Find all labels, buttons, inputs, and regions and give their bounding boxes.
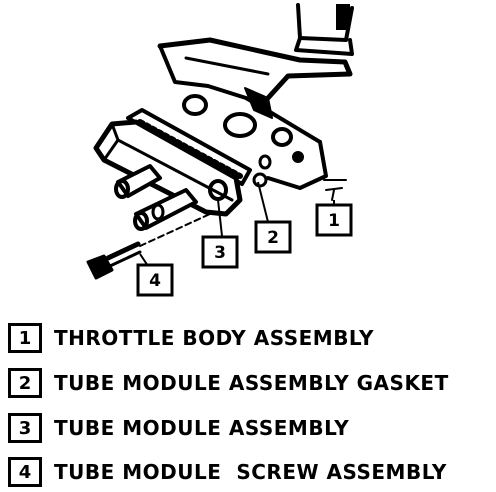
legend-row-1: 1 THROTTLE BODY ASSEMBLY bbox=[8, 323, 493, 355]
legend-number-box: 1 bbox=[8, 323, 42, 353]
legend-row-3: 3 TUBE MODULE ASSEMBLY bbox=[8, 413, 493, 445]
callout-1-number: 1 bbox=[328, 211, 340, 231]
legend-label: TUBE MODULE SCREW ASSEMBLY bbox=[54, 460, 447, 484]
callout-2-number: 2 bbox=[267, 228, 279, 248]
legend-number-box: 3 bbox=[8, 413, 42, 443]
legend-number-box: 4 bbox=[8, 457, 42, 487]
callout-2: 2 bbox=[254, 220, 292, 254]
legend-number-box: 2 bbox=[8, 368, 42, 398]
legend-label: THROTTLE BODY ASSEMBLY bbox=[54, 326, 375, 350]
tube-module-assembly-drawing bbox=[93, 119, 243, 231]
callout-1: 1 bbox=[315, 203, 353, 237]
exploded-view-diagram: 1 2 3 4 bbox=[86, 3, 354, 297]
legend-row-2: 2 TUBE MODULE ASSEMBLY GASKET bbox=[8, 368, 493, 400]
legend-label: TUBE MODULE ASSEMBLY bbox=[54, 416, 350, 440]
callout-4-number: 4 bbox=[149, 271, 161, 291]
legend-label: TUBE MODULE ASSEMBLY GASKET bbox=[54, 371, 449, 395]
tube-module-screw-drawing bbox=[86, 213, 211, 280]
callout-3: 3 bbox=[201, 235, 239, 269]
callout-4: 4 bbox=[136, 263, 174, 297]
legend-row-4: 4 TUBE MODULE SCREW ASSEMBLY bbox=[8, 457, 493, 489]
callout-3-number: 3 bbox=[214, 243, 226, 263]
throttle-body-assembly-drawing bbox=[157, 3, 354, 201]
